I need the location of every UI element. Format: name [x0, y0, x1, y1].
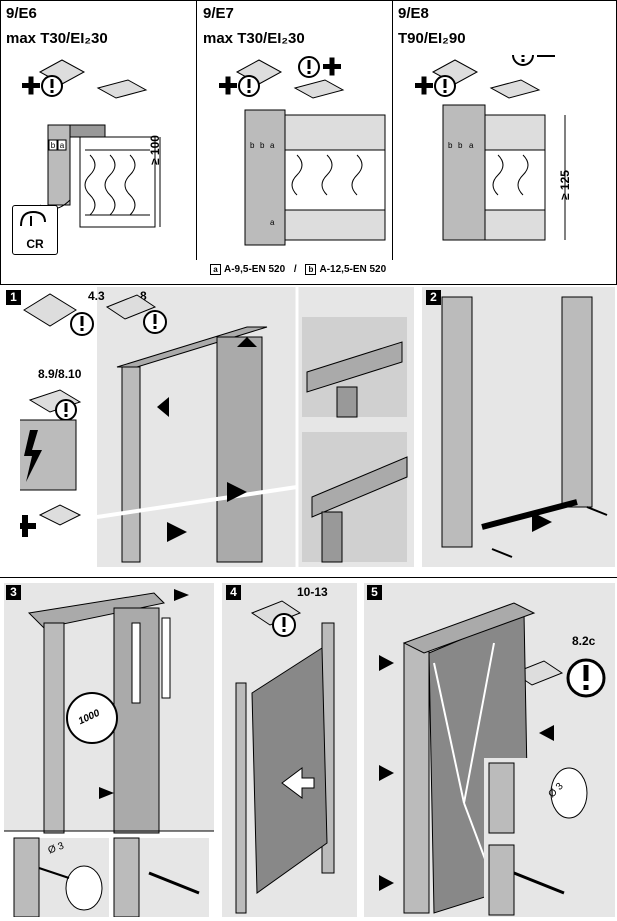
section-divider: [0, 577, 617, 578]
reference-number: 10-13: [297, 585, 328, 599]
exclamation-circle-icon: [272, 613, 296, 637]
column-code: 9/E8: [398, 5, 429, 22]
frame-fixing-drawing: [4, 589, 214, 917]
dim-label: ≥ 100: [148, 135, 162, 165]
legend-separator: /: [293, 264, 297, 275]
legend-text: A-12,5-EN 520: [319, 264, 387, 275]
plus-icon: [219, 76, 237, 95]
svg-text:b: b: [458, 141, 463, 150]
legend-key: b: [305, 264, 317, 275]
top-divider-2: [392, 0, 393, 260]
frame-section-e6-drawing: b a: [22, 59, 161, 228]
column-code: 9/E6: [6, 5, 37, 22]
material-box-icon: [512, 660, 564, 686]
exclamation-circle-icon: [566, 658, 606, 698]
step-number: 3: [6, 585, 21, 600]
legend-key: a: [210, 264, 221, 275]
exclamation-circle-icon: [512, 55, 534, 66]
svg-text:a: a: [270, 141, 275, 150]
plus-icon: [537, 55, 555, 57]
electric-warning-icon: [20, 419, 77, 491]
reference-number: 4.3: [88, 289, 105, 303]
step-number: 2: [426, 290, 441, 305]
material-tray-icon: [23, 293, 77, 327]
exclamation-circle-icon: [41, 75, 63, 97]
svg-text:a: a: [270, 218, 275, 227]
column-code: 9/E7: [203, 5, 234, 22]
reference-number: 8: [140, 289, 147, 303]
dim-label: ≥ 125: [558, 170, 572, 200]
exclamation-circle-icon: [70, 312, 94, 336]
plus-icon: [22, 76, 40, 95]
exclamation-circle-icon: [434, 75, 456, 97]
material-box-icon: [96, 79, 148, 99]
svg-text:b: b: [51, 141, 56, 150]
clip-profile-icon: [20, 210, 46, 227]
exclamation-circle-icon: [55, 399, 77, 421]
column-title-e7: 9/E7 max T30/EI₂30: [203, 4, 305, 48]
plus-icon: [415, 76, 433, 95]
step-number: 1: [6, 290, 21, 305]
door-leaf-hanging-drawing: [235, 600, 335, 914]
svg-text:a: a: [469, 141, 474, 150]
material-tray-icon: [38, 504, 82, 526]
legend-text: A-9,5-EN 520: [224, 264, 286, 275]
frame-base-drawing: [441, 296, 608, 558]
column-title-e6: 9/E6 max T30/EI₂30: [6, 4, 108, 48]
material-box-icon: [293, 79, 345, 99]
frame-assembly-drawing: [97, 287, 408, 567]
material-box-icon: [28, 389, 82, 413]
column-rating: T90/EI₂90: [398, 30, 466, 47]
exclamation-circle-icon: [238, 75, 260, 97]
material-box-icon: [250, 600, 302, 626]
exclamation-circle-icon: [298, 56, 320, 78]
step-number: 4: [226, 585, 241, 600]
column-rating: max T30/EI₂30: [6, 30, 108, 47]
top-divider-1: [196, 0, 197, 260]
plus-icon: [20, 515, 36, 537]
cr-label: CR: [26, 237, 44, 251]
exclamation-circle-icon: [143, 310, 167, 334]
reference-number: 8.9/8.10: [38, 367, 82, 381]
plus-icon: [323, 57, 341, 76]
step-number: 5: [367, 585, 382, 600]
column-rating: max T30/EI₂30: [203, 30, 305, 47]
step1-ref-icons: [20, 293, 94, 537]
reference-number: 8.2c: [572, 634, 596, 648]
material-box-icon: [105, 294, 157, 320]
material-box-icon: [489, 79, 541, 99]
svg-text:a: a: [60, 141, 65, 150]
cr-profile-box: CR: [12, 205, 58, 255]
column-title-e8: 9/E8 T90/EI₂90: [398, 4, 466, 48]
svg-text:b: b: [250, 141, 255, 150]
svg-text:b: b: [448, 141, 453, 150]
door-adjustment-drawing: [379, 602, 615, 917]
svg-text:b: b: [260, 141, 265, 150]
